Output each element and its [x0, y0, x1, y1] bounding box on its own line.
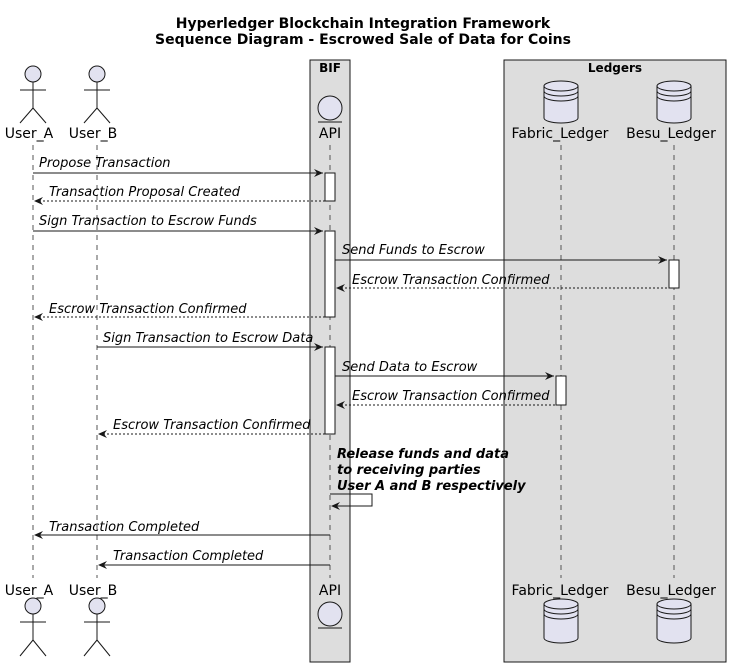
fabric-ledger-database-top	[543, 80, 579, 124]
besu-ledger-database-bottom	[656, 598, 692, 644]
user-b-actor-icon	[88, 65, 106, 83]
fabric-database-icon	[543, 86, 579, 124]
user-b-actor-top	[83, 65, 111, 124]
besu-activation	[668, 259, 680, 289]
message-label: Send Data to Escrow	[342, 360, 478, 375]
participant-label-user-a-top: User_A	[5, 126, 54, 142]
participant-label-user-b-top: User_B	[69, 126, 118, 142]
besu-database-icon	[656, 604, 692, 644]
message-label: Escrow Transaction Confirmed	[49, 302, 247, 317]
participant-label-besu-ledger-bottom: Besu_Ledger	[626, 583, 716, 599]
api-activation-3	[324, 346, 336, 435]
message-label: Escrow Transaction Confirmed	[352, 273, 550, 288]
besu-ledger-database-top	[656, 80, 692, 124]
message-label: Escrow Transaction Confirmed	[352, 389, 550, 404]
fabric-ledger-database-bottom	[543, 598, 579, 644]
fabric-database-icon	[543, 604, 579, 644]
fabric-activation	[555, 375, 567, 406]
self-message-line-1: Release funds and data	[337, 447, 509, 462]
diagram-title-line-2: Sequence Diagram - Escrowed Sale of Data…	[155, 32, 571, 48]
user-a-actor-icon	[24, 597, 42, 615]
diagram-title-line-1: Hyperledger Blockchain Integration Frame…	[176, 16, 551, 32]
api-entity-icon	[317, 601, 343, 627]
message-label: Propose Transaction	[39, 156, 171, 171]
besu-database-icon	[656, 86, 692, 124]
message-label: Escrow Transaction Confirmed	[113, 418, 311, 433]
user-b-actor-icon	[88, 597, 106, 615]
api-entity-top	[317, 95, 343, 123]
participant-label-user-b-bottom: User_B	[69, 583, 118, 599]
message-label: Transaction Completed	[113, 549, 264, 564]
user-a-actor-icon	[24, 65, 42, 83]
api-entity-icon	[317, 95, 343, 121]
message-label: Transaction Proposal Created	[49, 185, 241, 200]
message-label: Sign Transaction to Escrow Funds	[39, 214, 257, 229]
participant-label-fabric-ledger-bottom: Fabric_Ledger	[512, 583, 609, 599]
user-b-actor-bottom	[83, 597, 111, 657]
message-label: Sign Transaction to Escrow Data	[103, 331, 313, 346]
user-a-actor-bottom	[19, 597, 47, 657]
participant-label-user-a-bottom: User_A	[5, 583, 54, 599]
participant-label-api-top: API	[319, 126, 341, 142]
ledgers-group-label: Ledgers	[588, 61, 642, 75]
api-activation-1	[324, 172, 336, 202]
ledgers-group-box	[503, 59, 727, 663]
message-label: Transaction Completed	[49, 520, 200, 535]
self-message-line-3: User A and B respectively	[337, 479, 526, 494]
user-a-actor-top	[19, 65, 47, 124]
self-message-line-2: to receiving parties	[337, 463, 481, 478]
message-label: Send Funds to Escrow	[342, 243, 485, 258]
self-message-arrow	[330, 493, 373, 507]
api-activation-2	[324, 230, 336, 318]
participant-label-besu-ledger-top: Besu_Ledger	[626, 126, 716, 142]
bif-group-label: BIF	[319, 61, 341, 75]
participant-label-api-bottom: API	[319, 583, 341, 599]
api-entity-bottom	[317, 601, 343, 629]
participant-label-fabric-ledger-top: Fabric_Ledger	[512, 126, 609, 142]
